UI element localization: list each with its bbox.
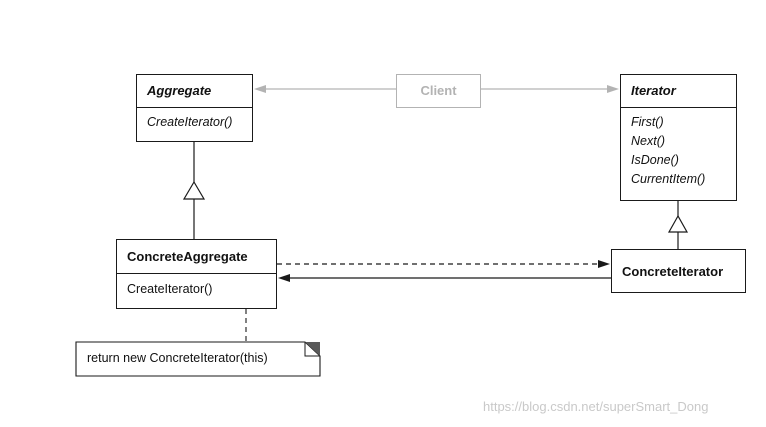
concrete-aggregate-operation: CreateIterator() — [127, 282, 213, 296]
client-to-iterator-arrowhead — [607, 85, 619, 93]
iterator-separator — [621, 107, 736, 108]
watermark: https://blog.csdn.net/superSmart_Dong — [483, 399, 709, 414]
iterator-to-aggregate-arrowhead — [278, 274, 290, 282]
iterator-class-name: Iterator — [631, 83, 676, 98]
aggregate-operation: CreateIterator() — [147, 115, 233, 129]
creates-dependency-arrowhead — [598, 260, 610, 268]
note-outline — [75, 341, 321, 377]
concrete-aggregate-separator — [117, 273, 276, 274]
aggregate-separator — [137, 107, 252, 108]
iterator-inheritance-triangle — [667, 214, 689, 233]
iterator-operation-first: First() — [631, 115, 664, 129]
iterator-operation-isdone: IsDone() — [631, 153, 679, 167]
client-class: Client — [396, 74, 481, 108]
iterator-operation-next: Next() — [631, 134, 666, 148]
note-fold-edge — [304, 342, 320, 357]
iterator-class: Iterator First() Next() IsDone() Current… — [620, 74, 737, 201]
note-folded-corner — [305, 342, 320, 356]
concrete-aggregate-class: ConcreteAggregate CreateIterator() — [116, 239, 277, 309]
aggregate-inheritance-triangle — [182, 180, 206, 200]
note-text: return new ConcreteIterator(this) — [87, 351, 268, 365]
concrete-aggregate-class-name: ConcreteAggregate — [127, 249, 248, 264]
iterator-operation-currentitem: CurrentItem() — [631, 172, 706, 186]
aggregate-class-name: Aggregate — [147, 83, 212, 98]
aggregate-class: Aggregate CreateIterator() — [136, 74, 253, 142]
client-to-aggregate-arrowhead — [254, 85, 266, 93]
concrete-iterator-class-name: ConcreteIterator — [622, 264, 724, 279]
concrete-iterator-class: ConcreteIterator — [611, 249, 746, 293]
